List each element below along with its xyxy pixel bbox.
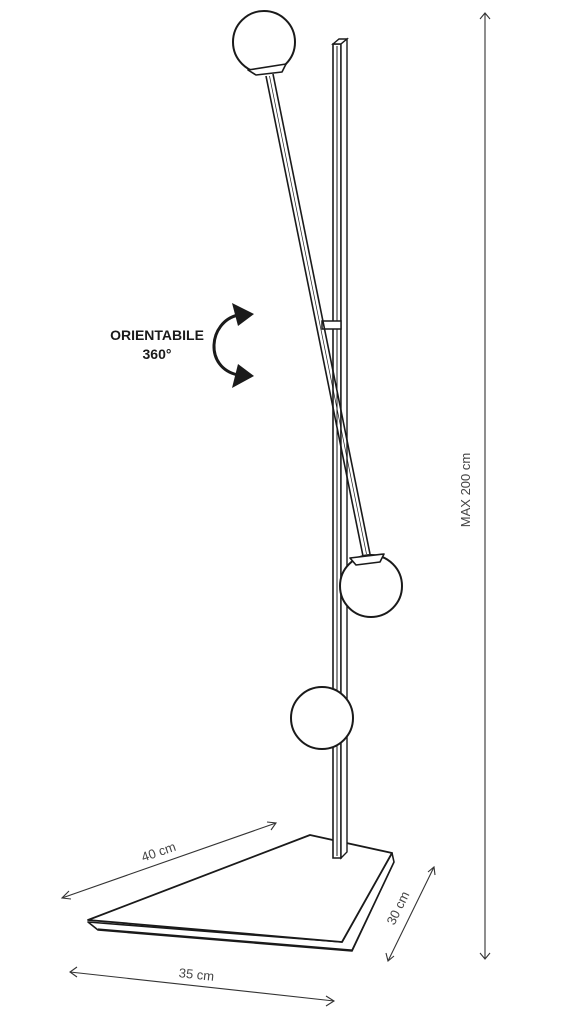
middle-globe-shade bbox=[339, 553, 403, 618]
base-front-dimension: 35 cm bbox=[69, 965, 336, 1007]
bottom-globe-shade bbox=[290, 686, 354, 750]
top-globe-shade bbox=[232, 10, 296, 76]
pivot-bracket bbox=[321, 320, 342, 330]
rotation-degrees-label: 360° bbox=[143, 346, 172, 362]
lamp-base bbox=[87, 834, 395, 952]
rotation-arrows-icon bbox=[212, 303, 254, 388]
height-dimension-label: MAX 200 cm bbox=[458, 453, 473, 527]
orientable-arm bbox=[265, 73, 371, 557]
base-front-dimension-label: 35 cm bbox=[178, 965, 215, 984]
base-side-dimension: 30 cm bbox=[383, 865, 436, 962]
base-back-dimension-label: 40 cm bbox=[139, 839, 177, 865]
orientable-label: ORIENTABILE bbox=[110, 327, 204, 343]
height-dimension: MAX 200 cm bbox=[458, 12, 491, 960]
base-side-dimension-label: 30 cm bbox=[383, 889, 412, 927]
